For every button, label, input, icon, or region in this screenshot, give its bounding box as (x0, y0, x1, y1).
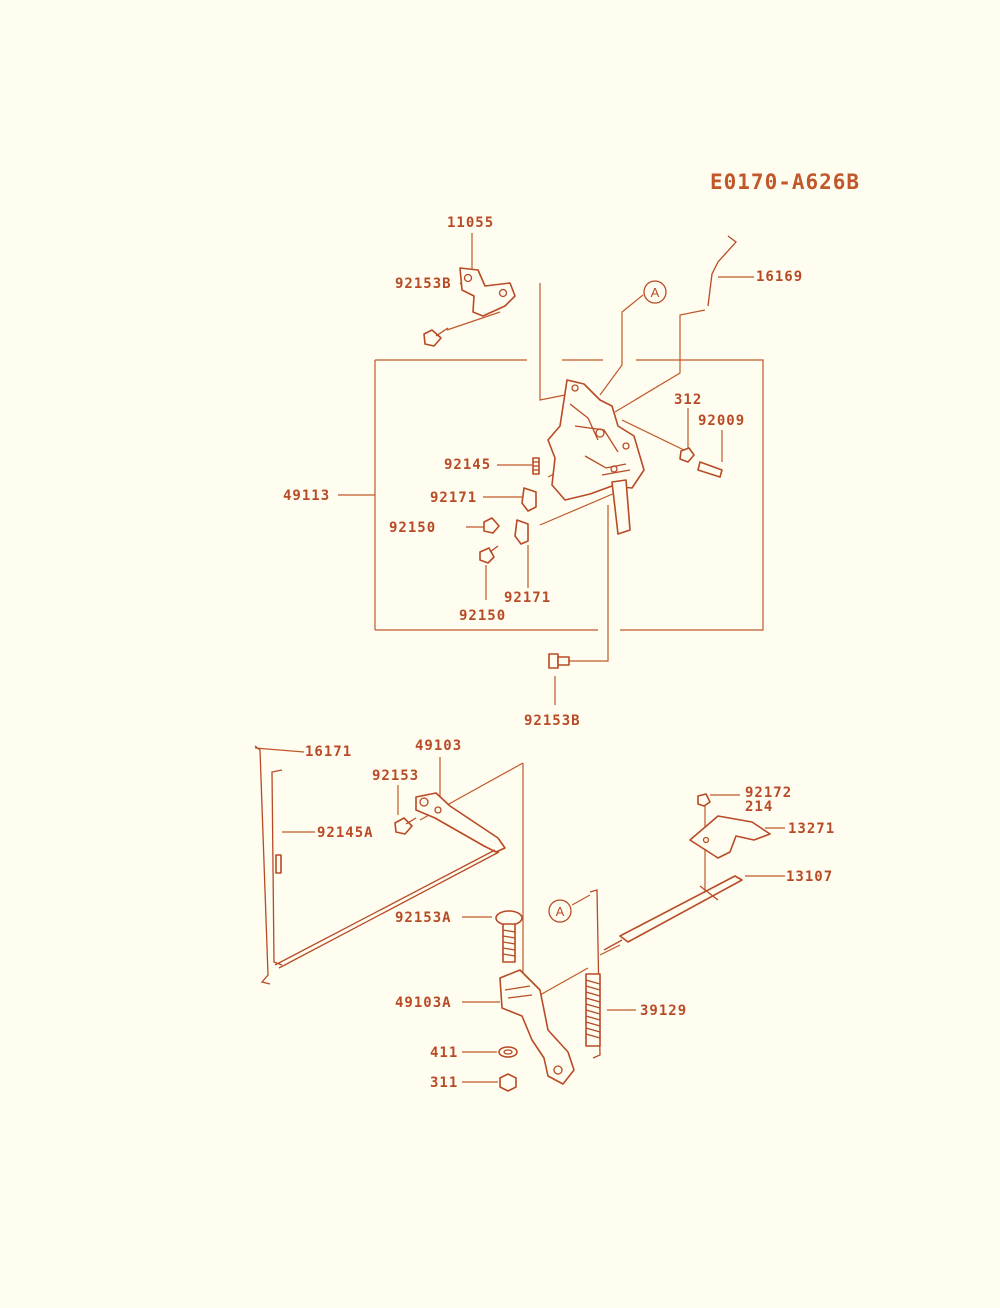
label-312: 312 (674, 392, 702, 408)
nut-311 (499, 1073, 517, 1092)
label-92150-b: 92150 (459, 608, 506, 624)
lever-49103A (499, 969, 575, 1085)
ref-marker-a-top: A (643, 280, 667, 304)
bolt-92150-a (483, 517, 500, 534)
label-92172: 92172 (745, 785, 792, 801)
label-13107: 13107 (786, 869, 833, 885)
ref-marker-a-bottom: A (548, 899, 572, 923)
bolt-92153A (495, 910, 523, 963)
label-49103A: 49103A (395, 995, 452, 1011)
label-311: 311 (430, 1075, 458, 1091)
shaft-13107 (603, 875, 743, 951)
spring-92145 (532, 457, 540, 475)
assembly-frame-49113 (338, 359, 764, 631)
rod-with-spring-39129 (585, 889, 601, 1059)
label-16171: 16171 (305, 744, 352, 760)
bolt-92150-b (479, 545, 499, 564)
label-49113: 49113 (283, 488, 330, 504)
label-92153A: 92153A (395, 910, 452, 926)
label-92009: 92009 (698, 413, 745, 429)
label-49103: 49103 (415, 738, 462, 754)
label-16169: 16169 (756, 269, 803, 285)
screw-92172 (697, 793, 711, 807)
bolt-92153B-bottom (548, 653, 570, 669)
label-92145A: 92145A (317, 825, 374, 841)
label-411: 411 (430, 1045, 458, 1061)
label-92153B-top: 92153B (395, 276, 452, 292)
label-39129: 39129 (640, 1003, 687, 1019)
bolt-92153B-top (423, 327, 449, 347)
rod-16171 (254, 745, 283, 985)
bolt-92153 (394, 817, 417, 835)
label-214: 214 (745, 799, 773, 815)
rod-16169 (707, 235, 737, 307)
bracket-11055 (459, 267, 516, 317)
washer-411 (498, 1046, 518, 1058)
svg-text:A: A (651, 285, 660, 300)
label-92171-a: 92171 (430, 490, 477, 506)
nut-312 (679, 447, 695, 463)
control-plate (547, 379, 645, 535)
link-49103 (274, 792, 506, 969)
label-92145: 92145 (444, 457, 491, 473)
label-92171-b: 92171 (504, 590, 551, 606)
label-13271: 13271 (788, 821, 835, 837)
bolt-92009 (697, 461, 723, 478)
svg-text:A: A (556, 904, 565, 919)
clip-92171-a (521, 487, 537, 512)
clip-92171-b (514, 519, 529, 545)
label-92153B-bottom: 92153B (524, 713, 581, 729)
label-11055: 11055 (447, 215, 494, 231)
plate-13271 (689, 815, 771, 859)
label-92153: 92153 (372, 768, 419, 784)
diagram-code: E0170-A626B (710, 170, 861, 194)
label-92150-a: 92150 (389, 520, 436, 536)
